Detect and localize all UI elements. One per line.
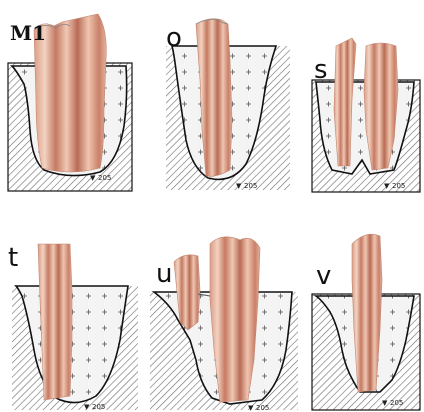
scale-marker-u: ▼	[248, 404, 254, 412]
stem-t	[38, 244, 72, 400]
panel-code-u: 205	[256, 404, 269, 412]
scale-marker-t: ▼	[84, 403, 90, 411]
panel-code-t: 205	[92, 403, 105, 411]
panel-label-m1: M1	[10, 21, 46, 45]
scale-marker-m1: ▼	[90, 174, 96, 182]
scale-marker-o: ▼	[236, 182, 242, 190]
panel-label-v: v	[316, 261, 331, 291]
panel-label-o: o	[166, 23, 182, 53]
panel-t: t ▼ 205	[8, 243, 138, 411]
scale-marker-v: ▼	[382, 399, 388, 407]
panel-u: u ▼ 205	[150, 237, 298, 412]
panel-label-s: s	[314, 55, 328, 85]
panel-o: o ▼ 205	[166, 19, 290, 190]
stem-v	[352, 234, 382, 392]
panel-v: v ▼ 205	[312, 234, 420, 410]
panel-code-s: 205	[392, 182, 405, 190]
panel-s: s ▼ 205	[312, 38, 420, 192]
panel-label-u: u	[156, 259, 172, 289]
panel-label-t: t	[8, 243, 18, 273]
panel-code-m1: 205	[98, 174, 111, 182]
panel-code-v: 205	[390, 399, 403, 407]
scale-marker-s: ▼	[384, 182, 390, 190]
panel-code-o: 205	[244, 182, 257, 190]
panel-m1: M1 ▼ 205	[8, 14, 132, 191]
